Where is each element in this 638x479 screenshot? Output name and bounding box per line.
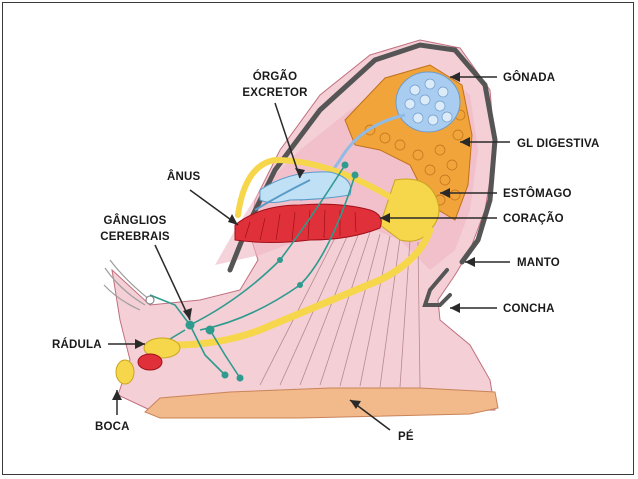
label-ganglios-1: GÂNGLIOS	[104, 214, 167, 227]
ganglia-nodes	[185, 161, 359, 382]
buccal-mass	[137, 353, 163, 371]
label-orgao-excretor-2: EXCRETOR	[242, 87, 308, 99]
radula	[143, 337, 181, 359]
label-gonada: GÔNADA	[503, 71, 555, 84]
label-boca: BOCA	[95, 421, 130, 433]
label-radula: RÁDULA	[52, 338, 102, 351]
gonad-cells	[404, 78, 453, 126]
mouth	[115, 359, 135, 385]
tentacles	[103, 259, 151, 311]
label-coracao: CORAÇÃO	[503, 212, 564, 225]
eye	[145, 295, 155, 305]
foot	[144, 387, 499, 419]
label-gl-digestiva: GL DIGESTIVA	[517, 138, 600, 150]
intestine	[235, 156, 398, 218]
esophagus	[171, 226, 434, 349]
leader-arrowheads	[112, 72, 475, 409]
shell-lip	[422, 268, 452, 307]
excretor-duct	[254, 179, 311, 211]
label-concha: CONCHA	[503, 303, 555, 315]
label-anus: ÂNUS	[167, 170, 201, 183]
label-ganglios-2: CEREBRAIS	[100, 231, 170, 243]
label-manto: MANTO	[517, 257, 560, 269]
label-pe: PÉ	[398, 430, 414, 443]
shell	[227, 42, 498, 273]
label-orgao-excretor-1: ÓRGÃO	[253, 70, 297, 83]
heart-striations	[244, 209, 357, 241]
label-estomago: ESTÔMAGO	[503, 187, 572, 200]
